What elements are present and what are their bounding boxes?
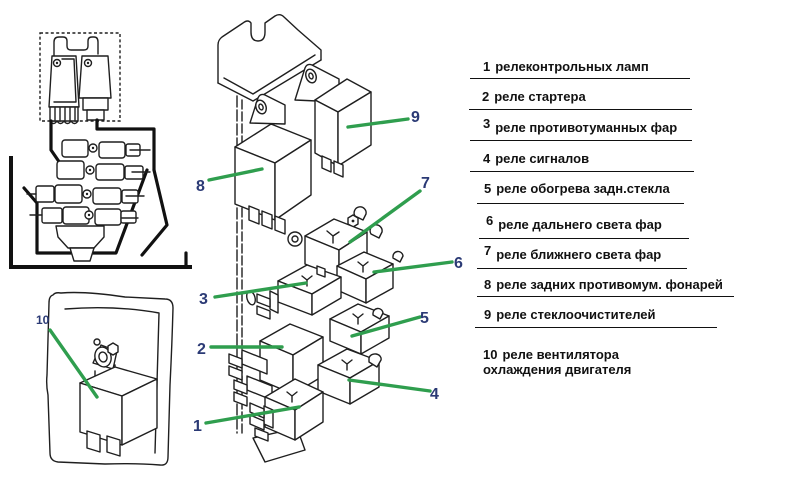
legend-num-4: 4 (483, 151, 491, 166)
relay-block-schematic (9, 32, 192, 269)
relay-cube-5 (329, 303, 390, 355)
legend-item-4: 4 реле сигналов (470, 148, 694, 172)
relay-cube-3 (256, 264, 342, 320)
legend-text-9: реле стеклоочистителей (496, 307, 656, 322)
legend-num-1: 1 (483, 59, 491, 74)
schematic-hook (53, 36, 99, 58)
relay-9-drawing (294, 63, 372, 178)
legend-text-7: реле ближнего света фар (496, 247, 662, 262)
legend-text-8: реле задних противомум. фонарей (496, 277, 723, 292)
legend-num-5: 5 (484, 181, 492, 196)
callout-9: 9 (411, 109, 420, 126)
callout-4: 4 (430, 386, 439, 403)
legend: 1 релеконтрольных ламп 2 реле стартера 3 ре… (462, 48, 797, 388)
callout-5: 5 (420, 310, 429, 327)
legend-num-9: 9 (484, 307, 492, 322)
legend-text-1: релеконтрольных ламп (495, 59, 649, 74)
callout-6: 6 (454, 255, 463, 272)
relay-cube-4 (317, 348, 382, 405)
schematic-relay-right (78, 55, 112, 121)
legend-num-8: 8 (484, 277, 492, 292)
relay-10-body (79, 366, 158, 457)
callout-3: 3 (199, 291, 208, 308)
legend-text-2: реле стартера (494, 89, 586, 104)
legend-text-5: реле обогрева задн.стекла (496, 181, 670, 196)
legend-item-7: 7 реле ближнего света фар (477, 243, 687, 269)
legend-item-8: 8 реле задних противомум. фонарей (477, 274, 734, 297)
relay-cube-6 (336, 250, 404, 304)
legend-item-5: 5 реле обогрева задн.стекла (477, 178, 684, 204)
legend-item-3: 3 реле противотуманных фар (470, 116, 692, 141)
schematic-inner-tub (22, 168, 149, 255)
schematic-outer-frame (9, 156, 192, 269)
callout-7: 7 (421, 175, 430, 192)
mounting-plate-outline (45, 291, 174, 466)
legend-text-6: реле дальнего света фар (498, 217, 662, 232)
legend-item-2: 2 реле стартера (469, 86, 692, 110)
schematic-right-chute (140, 168, 169, 257)
schematic-relay-left (48, 55, 80, 125)
schematic-wire-left (49, 119, 64, 168)
legend-text-3: реле противотуманных фар (495, 120, 678, 135)
callout-8: 8 (196, 178, 205, 195)
legend-num-2: 2 (482, 89, 490, 104)
schematic-wire-right (95, 118, 156, 172)
callout-2: 2 (197, 341, 206, 358)
relay-8-drawing (234, 93, 312, 235)
relay-bracket-drawing (217, 14, 404, 463)
legend-item-9: 9 реле стеклоочистителей (475, 304, 717, 328)
legend-text-10: реле вентилятора охлаждения двигателя (483, 347, 632, 377)
mounting-flange (217, 14, 322, 102)
legend-text-4: реле сигналов (495, 151, 590, 166)
mounting-plate-inner-line (64, 306, 160, 454)
callout-10: 10 (36, 313, 50, 327)
legend-num-10: 10 (483, 347, 498, 362)
legend-num-6: 6 (486, 213, 494, 228)
callout-1: 1 (193, 418, 202, 435)
schematic-relay-rows (26, 139, 151, 262)
legend-item-6: 6 реле дальнего света фар (479, 213, 689, 239)
legend-num-3: 3 (483, 116, 491, 131)
schematic-dashed-box (39, 32, 121, 122)
legend-num-7: 7 (484, 243, 492, 258)
legend-item-1: 1 релеконтрольных ламп (470, 56, 690, 79)
